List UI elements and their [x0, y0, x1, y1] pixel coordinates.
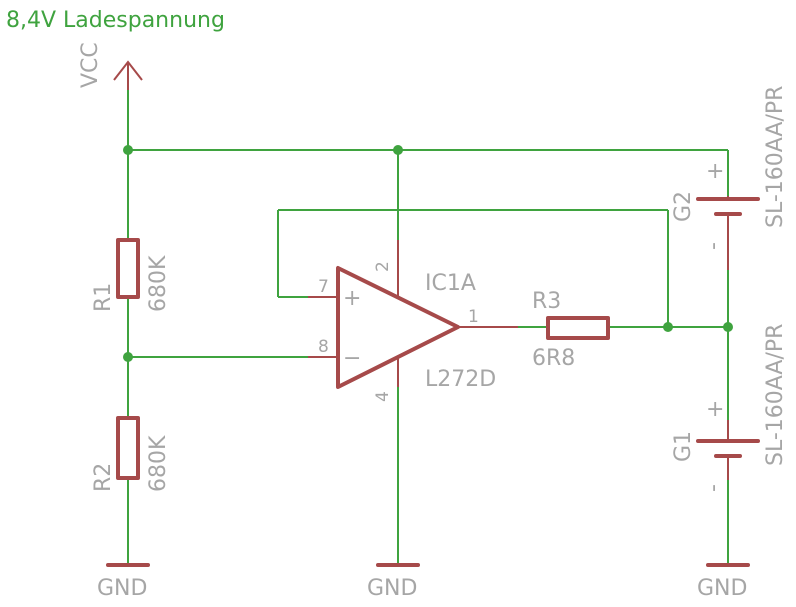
- opamp-part: L272D: [425, 367, 496, 392]
- pin-8: 8: [318, 337, 329, 357]
- battery-g1: + - G1 SL-160AA/PR: [671, 324, 788, 492]
- opamp-plus-sign: +: [343, 286, 361, 311]
- junction: [123, 145, 133, 155]
- opamp-minus-sign: −: [343, 346, 361, 371]
- opamp-ic1a: + − IC1A L272D 7 8 1 2 4: [308, 240, 518, 402]
- gnd-label: GND: [97, 576, 147, 601]
- pin-2: 2: [373, 261, 393, 272]
- g2-minus: -: [701, 242, 726, 250]
- g2-name: G2: [671, 191, 696, 222]
- gnd-label: GND: [697, 576, 747, 601]
- g1-minus: -: [701, 484, 726, 492]
- g2-part: SL-160AA/PR: [763, 86, 788, 228]
- g1-plus: +: [706, 397, 724, 422]
- r1-value: 680K: [146, 255, 171, 312]
- resistor-r3: R3 6R8: [532, 289, 610, 371]
- gnd-symbol-right: GND: [697, 563, 750, 601]
- pin-7: 7: [318, 277, 329, 297]
- r3-name: R3: [532, 289, 561, 314]
- g2-plus: +: [706, 159, 724, 184]
- gnd-symbol-middle: GND: [367, 563, 420, 601]
- vcc-label: VCC: [78, 42, 103, 88]
- r1-name: R1: [91, 283, 116, 312]
- gnd-symbol-left: GND: [97, 563, 150, 601]
- junctions: [123, 145, 733, 362]
- vcc-symbol: VCC: [78, 42, 143, 90]
- resistor-r1: R1 680K: [91, 238, 171, 312]
- g1-name: G1: [671, 431, 696, 462]
- junction: [393, 145, 403, 155]
- junction: [663, 322, 673, 332]
- junction: [723, 322, 733, 332]
- junction: [123, 352, 133, 362]
- resistor-r2: R2 680K: [91, 416, 171, 492]
- r2-name: R2: [91, 463, 116, 492]
- opamp-name: IC1A: [425, 271, 476, 296]
- r2-value: 680K: [146, 435, 171, 492]
- r3-value: 6R8: [532, 346, 575, 371]
- battery-g2: + - G2 SL-160AA/PR: [671, 86, 788, 270]
- g1-part: SL-160AA/PR: [763, 324, 788, 466]
- pin-1: 1: [468, 307, 479, 327]
- pin-4: 4: [373, 391, 393, 402]
- schematic-title: 8,4V Ladespannung: [6, 8, 225, 33]
- wires: [127, 70, 729, 565]
- gnd-label: GND: [367, 576, 417, 601]
